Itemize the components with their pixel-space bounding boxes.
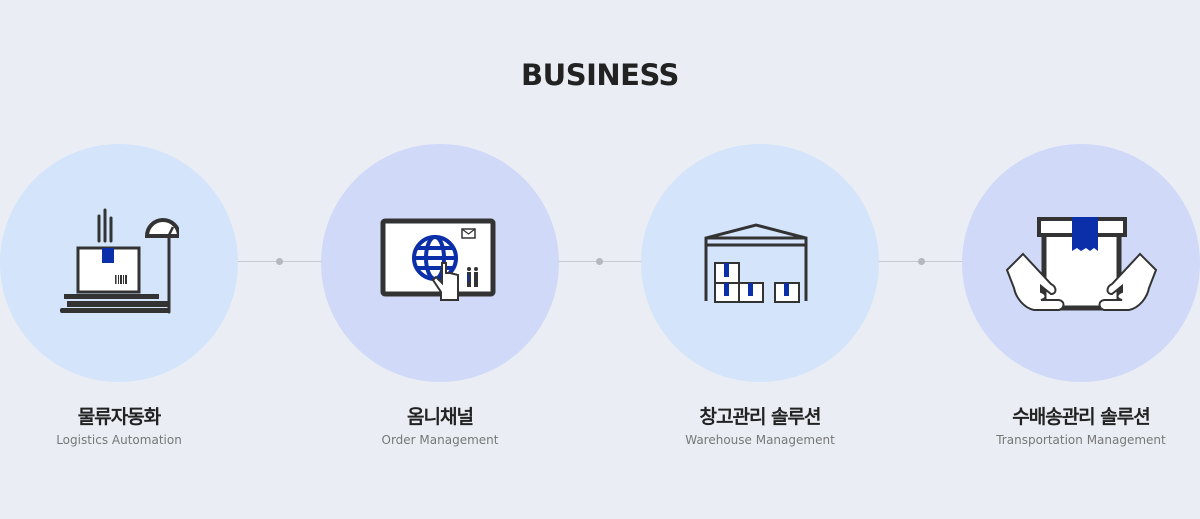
icon-circle — [641, 144, 879, 382]
connector-dot — [596, 258, 603, 265]
connector-dot — [918, 258, 925, 265]
icon-circle — [962, 144, 1200, 382]
icon-circle — [321, 144, 559, 382]
connector-dot — [276, 258, 283, 265]
business-item-transportation[interactable]: 수배송관리 솔루션 Transportation Management — [962, 144, 1200, 447]
item-subtitle: Logistics Automation — [56, 433, 182, 447]
item-title: 수배송관리 솔루션 — [1012, 406, 1150, 428]
section-title: BUSINESS — [521, 58, 679, 92]
scale-box-icon — [60, 208, 179, 314]
business-item-warehouse[interactable]: 창고관리 솔루션 Warehouse Management — [641, 144, 879, 447]
item-subtitle: Order Management — [381, 433, 499, 447]
item-title: 옴니채널 — [407, 406, 474, 428]
warehouse-icon — [704, 223, 807, 303]
business-item-logistics[interactable]: 물류자동화 Logistics Automation — [0, 144, 238, 447]
business-item-omnichannel[interactable]: 옴니채널 Order Management — [321, 144, 559, 447]
globe-touch-screen-icon — [380, 218, 496, 301]
item-subtitle: Warehouse Management — [685, 433, 835, 447]
item-subtitle: Transportation Management — [996, 433, 1166, 447]
icon-circle — [0, 144, 238, 382]
item-title: 물류자동화 — [77, 406, 161, 428]
hands-box-icon — [1005, 216, 1157, 311]
item-title: 창고관리 솔루션 — [699, 406, 822, 428]
